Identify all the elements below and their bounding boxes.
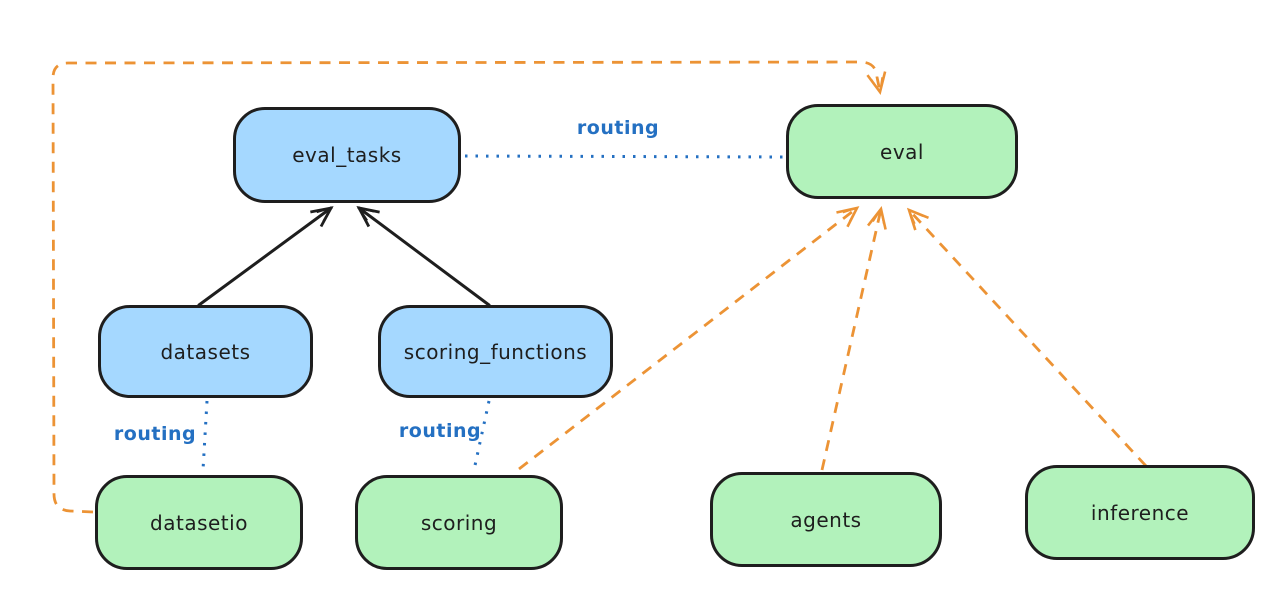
node-agents-label: agents <box>790 507 862 532</box>
edge-datasetio-to-eval <box>51 60 880 514</box>
node-scoring: scoring <box>355 475 563 570</box>
node-datasets: datasets <box>98 305 313 398</box>
routing-label-eval_tasks-eval: routing <box>576 117 660 139</box>
node-scoring_functions-label: scoring_functions <box>403 339 588 364</box>
node-eval_tasks: eval_tasks <box>233 107 461 203</box>
node-datasets-label: datasets <box>160 339 251 364</box>
edge-datasets-to-eval_tasks <box>197 208 331 307</box>
edge-agents-to-eval <box>820 209 881 471</box>
node-eval_tasks-label: eval_tasks <box>292 143 402 167</box>
node-inference: inference <box>1025 465 1255 560</box>
node-datasetio: datasetio <box>95 475 303 570</box>
node-scoring_functions: scoring_functions <box>378 305 613 398</box>
routing-label-datasets-datasetio: routing <box>113 423 197 445</box>
edge-inference-to-eval <box>909 210 1148 467</box>
edge-routing-datasets-datasetio <box>201 400 209 471</box>
edge-scoring_functions-to-eval_tasks <box>359 208 491 307</box>
routing-label-scoring_functions-scoring: routing <box>398 420 482 442</box>
node-datasetio-label: datasetio <box>150 510 248 535</box>
node-eval-label: eval <box>880 139 924 164</box>
edge-routing-eval_tasks-eval <box>464 154 784 159</box>
edge-scoring-to-eval <box>518 208 857 471</box>
node-agents: agents <box>710 472 942 567</box>
node-eval: eval <box>786 104 1018 199</box>
node-scoring-label: scoring <box>420 510 498 535</box>
node-inference-label: inference <box>1090 500 1190 525</box>
edge-routing-scoring_functions-scoring <box>472 400 491 471</box>
